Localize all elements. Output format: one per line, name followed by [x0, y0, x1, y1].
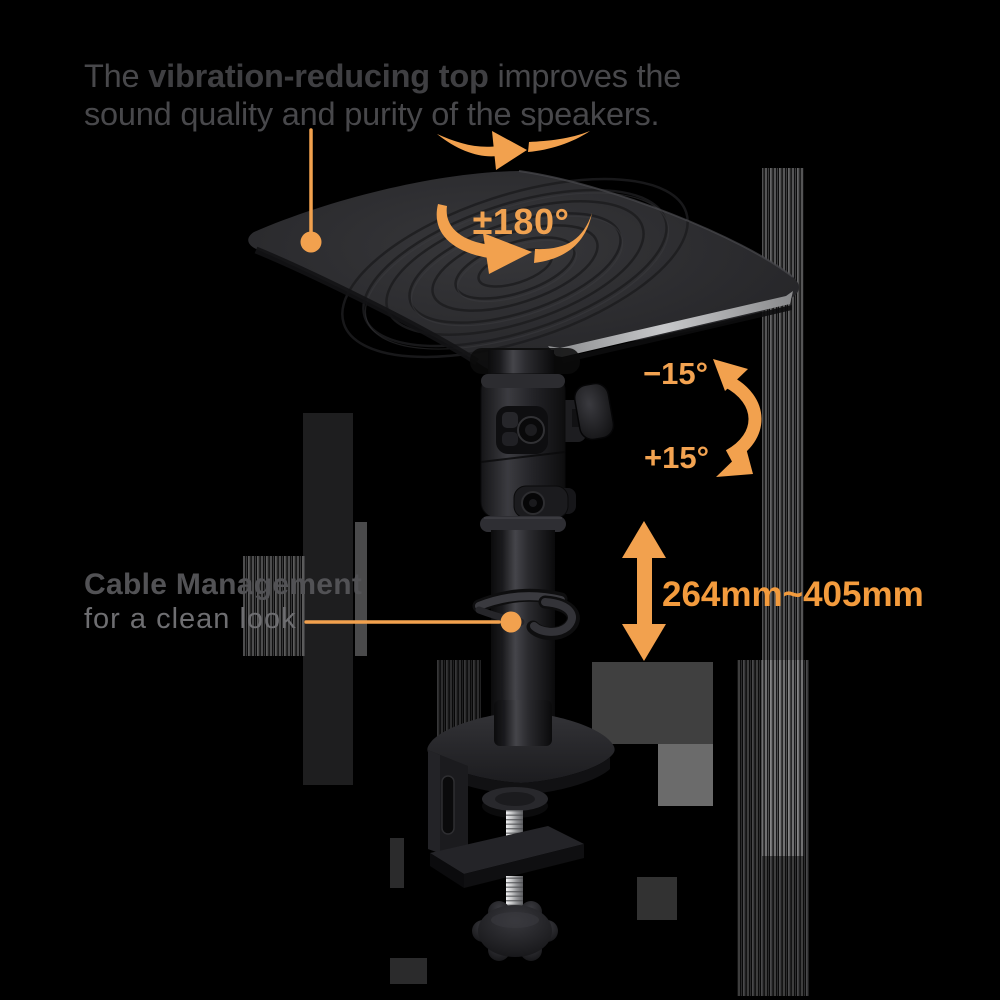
platform-silver-edge: [548, 291, 793, 357]
rotation-circle-arrows-icon: [436, 204, 592, 274]
background-smear-artifacts: [243, 168, 809, 996]
stand-platform: [248, 170, 799, 373]
cable-callout-dot: [500, 611, 522, 633]
tilt-down-label: +15°: [644, 440, 709, 475]
tilt-arc-double-arrow-icon: [713, 359, 753, 477]
tilt-knob: [573, 382, 615, 441]
headline-line2: sound quality and purity of the speakers…: [84, 96, 660, 132]
rotation-swoosh-arrows-icon: [437, 131, 590, 170]
clamp-star-knob: [472, 901, 558, 961]
rotation-degree-label: ±180°: [472, 201, 570, 242]
stand-clamp-base: [427, 700, 615, 961]
cable-management-title: Cable Management: [84, 568, 363, 601]
headline-suffix: improves the: [488, 58, 682, 94]
platform-callout-dot: [300, 231, 322, 253]
stand-tilt-head: [470, 348, 615, 532]
headline-prefix: The: [84, 58, 149, 94]
headline-bold: vibration-reducing top: [148, 58, 489, 94]
height-range-label: 264mm~405mm: [662, 575, 924, 614]
tilt-up-label: −15°: [643, 356, 708, 391]
cable-management-callout: Cable Management for a clean look: [84, 567, 362, 636]
annotations: [300, 128, 762, 661]
tilt-arc-path: [723, 375, 762, 462]
cable-management-subtitle: for a clean look: [84, 603, 297, 635]
height-double-arrow-icon: [622, 521, 666, 661]
headline-line1: The vibration-reducing top improves the: [84, 57, 681, 95]
headline: The vibration-reducing top improves the …: [84, 57, 681, 133]
